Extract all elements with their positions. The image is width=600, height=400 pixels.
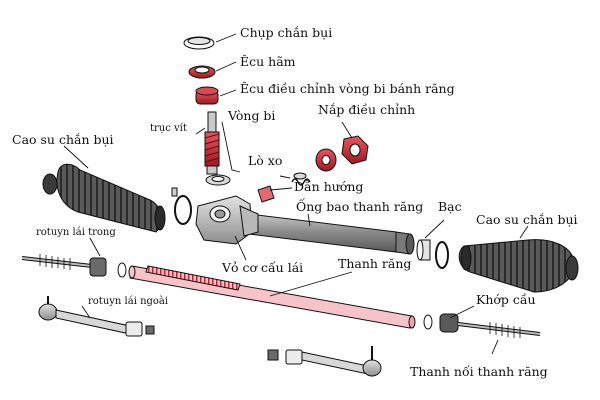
steering-rack-part: [128, 265, 416, 329]
adjust-cap-part: [315, 148, 337, 172]
label-dust-cap: Chụp chắn bụi: [240, 25, 332, 40]
guide-part: [257, 185, 275, 203]
bearing-part: [205, 174, 231, 186]
boot-clamp-right: [435, 241, 449, 269]
ball-joint-part: [423, 313, 459, 333]
label-ball-joint: Khớp cầu: [476, 292, 536, 307]
label-worm-shaft: trục vít: [150, 123, 187, 134]
outer-tie-rod-part: [38, 296, 155, 337]
label-guide: Dẫn hướng: [294, 179, 363, 194]
label-housing: Vỏ cơ cấu lái: [221, 260, 303, 275]
boot-clamp-left: [171, 187, 192, 225]
inner-tie-rod-part: [21, 254, 127, 278]
steering-housing: [195, 195, 259, 245]
label-adjust-cap: Nắp điều chỉnh: [318, 102, 415, 117]
label-outer-tie-rod: rotuyn lái ngoài: [88, 296, 168, 307]
label-bearing-adjust-nut: Êcu điều chỉnh vòng bi bánh răng: [240, 81, 455, 96]
rack-link-part: [457, 322, 541, 338]
label-rubber-boot-left: Cao su chắn bụi: [12, 132, 114, 147]
spring-part: [291, 172, 311, 186]
rack-tube: [231, 211, 415, 255]
label-spring: Lò xo: [248, 153, 282, 168]
rubber-boot-right: [458, 239, 579, 293]
label-rubber-boot-right: Cao su chắn bụi: [476, 212, 578, 227]
adjust-nut-part: [341, 135, 369, 165]
label-bearing: Vòng bi: [227, 108, 275, 123]
label-bushing: Bạc: [438, 199, 462, 214]
dust-cap-part: [183, 36, 215, 50]
right-outer-tie-rod-part: [267, 346, 382, 377]
leader-lines: [63, 33, 529, 355]
bearing-adjust-nut-part: [195, 86, 219, 105]
label-inner-tie-rod: rotuyn lái trong: [36, 227, 116, 238]
worm-shaft-part: [204, 111, 220, 175]
bushing-part: [416, 239, 431, 261]
label-rack-tube: Ống bao thanh răng: [296, 197, 423, 214]
label-lock-nut: Êcu hãm: [240, 54, 296, 69]
label-rack: Thanh răng: [338, 256, 411, 271]
label-rack-link: Thanh nối thanh răng: [410, 364, 548, 379]
rubber-boot-left: [42, 163, 166, 233]
lock-nut-part: [188, 65, 216, 79]
